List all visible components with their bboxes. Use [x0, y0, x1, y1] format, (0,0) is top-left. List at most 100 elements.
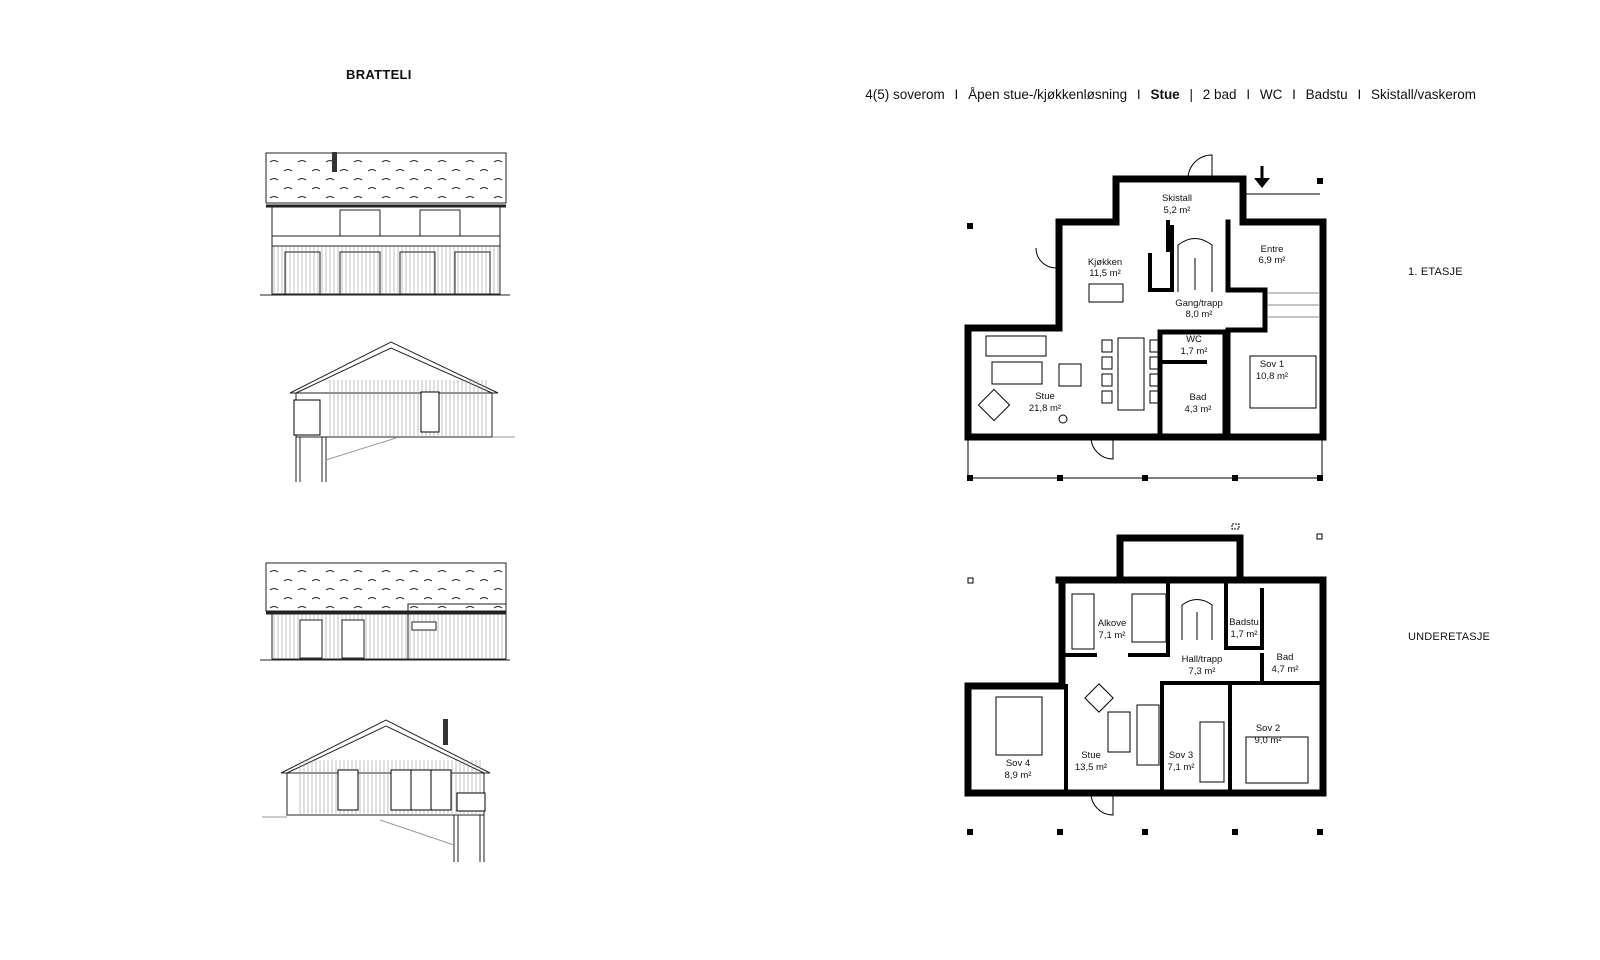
feature-item: Badstu	[1305, 87, 1348, 102]
sod-mark	[297, 570, 307, 573]
sod-mark	[353, 160, 363, 163]
feature-item: Stue	[1150, 87, 1180, 102]
room-area: 21,8 m²	[1029, 403, 1061, 414]
elevation-back	[260, 562, 510, 661]
sod-mark	[465, 588, 475, 591]
sod-mark	[437, 570, 447, 573]
sod-mark	[493, 570, 503, 573]
sod-mark	[297, 196, 307, 199]
sod-mark	[325, 570, 335, 573]
room-sov1: Sov 110,8 m²	[1256, 359, 1288, 382]
sod-mark	[437, 160, 447, 163]
feature-separator: I	[1292, 87, 1296, 102]
feature-item: 2 bad	[1202, 87, 1237, 102]
room-name: Hall/trapp	[1182, 654, 1223, 665]
room-sov3: Sov 37,1 m²	[1168, 750, 1195, 773]
entrance-arrow-icon	[1254, 166, 1270, 188]
sod-mark	[409, 178, 419, 181]
sod-mark	[451, 579, 461, 582]
room-name: Badstu	[1229, 617, 1259, 628]
room-name: Entre	[1261, 244, 1284, 255]
sod-mark	[409, 588, 419, 591]
sod-mark	[367, 597, 377, 600]
sod-mark	[493, 196, 503, 199]
floor-plan-basement	[964, 523, 1327, 835]
sod-mark	[479, 169, 489, 172]
sod-mark	[297, 160, 307, 163]
sod-mark	[339, 187, 349, 190]
sod-mark	[283, 169, 293, 172]
sod-mark	[269, 606, 279, 609]
sod-mark	[493, 606, 503, 609]
sod-mark	[381, 196, 391, 199]
sod-mark	[367, 187, 377, 190]
room-name: Sov 3	[1169, 750, 1193, 761]
room-name: Sov 2	[1256, 723, 1280, 734]
sod-mark	[395, 597, 405, 600]
sod-mark	[283, 187, 293, 190]
room-name: Gang/trapp	[1175, 298, 1223, 309]
floor-label-first: 1. ETASJE	[1408, 266, 1463, 278]
sod-mark	[465, 570, 475, 573]
sod-mark	[423, 579, 433, 582]
sod-mark	[325, 588, 335, 591]
feature-separator: |	[1189, 87, 1193, 102]
sod-mark	[269, 178, 279, 181]
sod-mark	[409, 570, 419, 573]
room-name: WC	[1186, 334, 1202, 345]
sod-mark	[269, 570, 279, 573]
sod-mark	[395, 169, 405, 172]
room-name: Alkove	[1098, 618, 1127, 629]
room-name: Bad	[1277, 652, 1294, 663]
house-title: BRATTELI	[346, 67, 412, 82]
sod-mark	[353, 588, 363, 591]
room-area: 13,5 m²	[1075, 762, 1107, 773]
sod-mark	[437, 588, 447, 591]
sod-mark	[297, 588, 307, 591]
sod-mark	[269, 160, 279, 163]
sod-mark	[311, 169, 321, 172]
sod-mark	[409, 196, 419, 199]
sod-mark	[325, 606, 335, 609]
sod-mark	[367, 579, 377, 582]
sod-mark	[493, 160, 503, 163]
sod-mark	[353, 606, 363, 609]
sod-mark	[297, 606, 307, 609]
elevation-front	[260, 152, 510, 296]
sod-mark	[423, 187, 433, 190]
sod-mark	[339, 597, 349, 600]
room-area: 5,2 m²	[1164, 205, 1191, 216]
room-sov2: Sov 29,0 m²	[1255, 723, 1282, 746]
sod-mark	[465, 196, 475, 199]
sod-mark	[353, 570, 363, 573]
sod-mark	[437, 606, 447, 609]
room-area: 8,0 m²	[1186, 309, 1213, 320]
sod-mark	[493, 178, 503, 181]
elevation-side-1	[289, 341, 515, 482]
room-name: Bad	[1190, 392, 1207, 403]
floor-plan-first	[964, 154, 1327, 481]
sod-mark	[381, 178, 391, 181]
sod-mark	[325, 196, 335, 199]
sod-mark	[269, 588, 279, 591]
room-area: 10,8 m²	[1256, 371, 1288, 382]
elevation-side-2	[262, 719, 491, 862]
room-wc: WC1,7 m²	[1181, 334, 1208, 357]
sod-mark	[451, 597, 461, 600]
sod-mark	[395, 579, 405, 582]
room-area: 7,1 m²	[1168, 762, 1195, 773]
feature-item: Skistall/vaskerom	[1370, 87, 1476, 102]
sod-mark	[297, 178, 307, 181]
room-name: Sov 4	[1006, 758, 1030, 769]
sod-mark	[283, 597, 293, 600]
room-name: Sov 1	[1260, 359, 1284, 370]
feature-separator: I	[1136, 87, 1141, 102]
